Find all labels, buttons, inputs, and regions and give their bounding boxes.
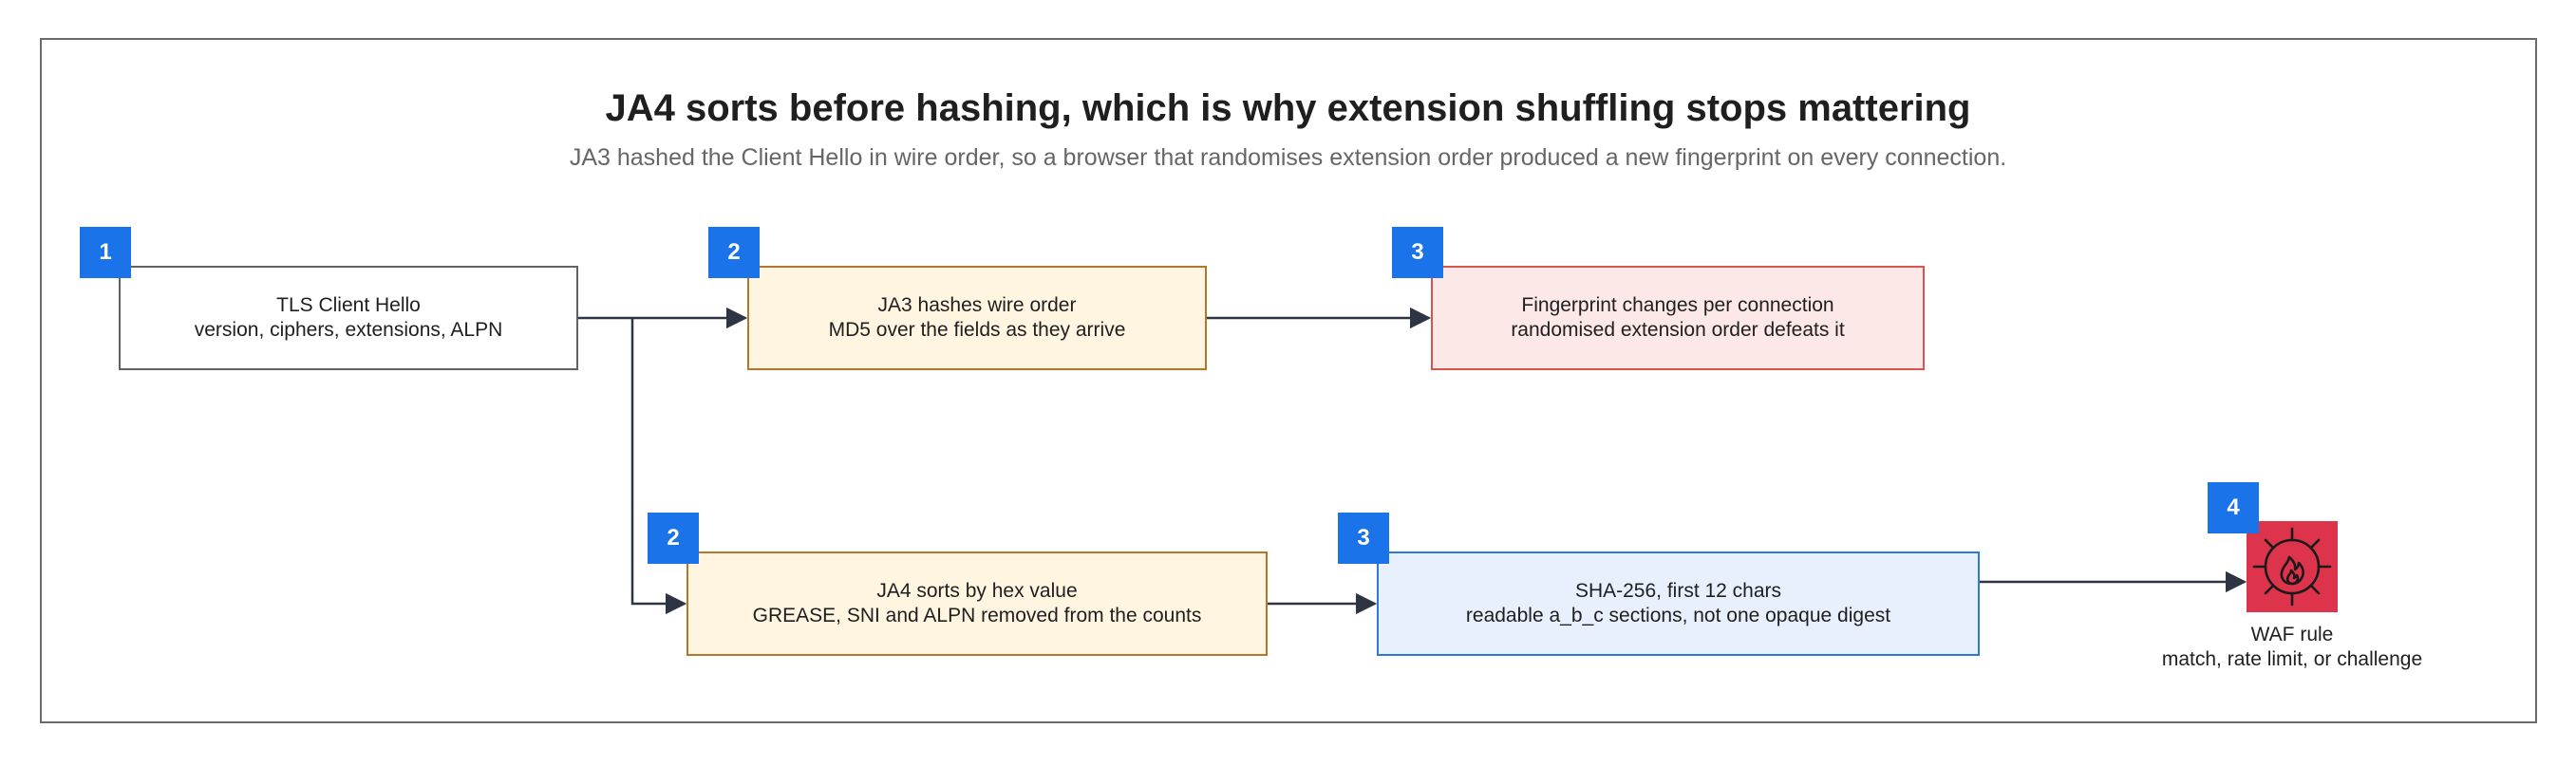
node-waf-rule-detail: match, rate limit, or challenge <box>2161 648 2423 670</box>
firewall-icon <box>2252 527 2332 607</box>
node-waf-rule-title: WAF rule <box>2250 624 2334 645</box>
node-client-hello-detail: version, ciphers, extensions, ALPN <box>194 319 503 341</box>
node-sha256-detail: readable a_b_c sections, not one opaque … <box>1465 605 1891 626</box>
diagram-frame <box>40 38 2537 723</box>
node-waf-rule <box>2247 521 2338 612</box>
diagram-title: JA4 sorts before hashing, which is why e… <box>605 87 1971 129</box>
step-badge-2-ja3: 2 <box>708 227 760 278</box>
node-fingerprint-changes-title: Fingerprint changes per connection <box>1521 294 1834 316</box>
node-sha256: SHA-256, first 12 chars readable a_b_c s… <box>1377 551 1980 656</box>
node-sha256-title: SHA-256, first 12 chars <box>1574 580 1782 602</box>
step-badge-4: 4 <box>2208 482 2259 533</box>
node-fingerprint-changes-detail: randomised extension order defeats it <box>1511 319 1845 341</box>
node-ja3-hash-detail: MD5 over the fields as they arrive <box>828 319 1126 341</box>
edge-client-hello-to-ja4 <box>630 318 687 615</box>
step-badge-2-ja4: 2 <box>648 513 699 564</box>
node-ja4-sort: JA4 sorts by hex value GREASE, SNI and A… <box>686 551 1268 656</box>
node-ja3-hash-title: JA3 hashes wire order <box>877 294 1077 316</box>
node-client-hello-title: TLS Client Hello <box>276 294 421 316</box>
step-badge-3-fingerprint: 3 <box>1392 227 1443 278</box>
node-client-hello: TLS Client Hello version, ciphers, exten… <box>119 266 578 370</box>
node-ja4-sort-detail: GREASE, SNI and ALPN removed from the co… <box>752 605 1202 626</box>
node-waf-rule-label: WAF rule match, rate limit, or challenge <box>2102 623 2482 672</box>
node-fingerprint-changes: Fingerprint changes per connection rando… <box>1431 266 1925 370</box>
node-ja3-hash: JA3 hashes wire order MD5 over the field… <box>747 266 1207 370</box>
step-badge-3-sha256: 3 <box>1338 513 1389 564</box>
node-ja4-sort-title: JA4 sorts by hex value <box>876 580 1078 602</box>
diagram-subtitle: JA3 hashed the Client Hello in wire orde… <box>569 144 2007 171</box>
step-badge-1: 1 <box>80 227 131 278</box>
